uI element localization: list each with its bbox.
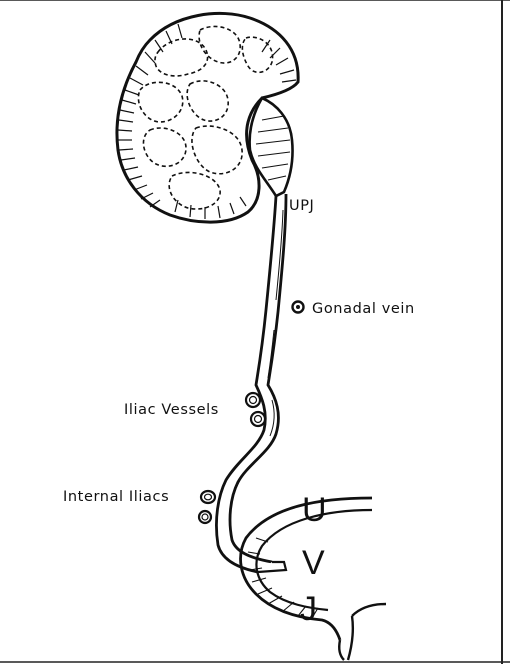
- label-gonadal-vein: Gonadal vein: [312, 301, 415, 317]
- label-iliac-vessels: Iliac Vessels: [124, 402, 219, 418]
- label-internal-iliacs: Internal Iliacs: [63, 489, 169, 505]
- label-u: U: [302, 491, 327, 529]
- label-upj: UPJ: [289, 198, 314, 214]
- label-j: J: [300, 590, 317, 628]
- internal-iliacs-marker: [199, 491, 215, 523]
- label-v: V: [302, 544, 325, 582]
- gonadal-vein-marker: [293, 302, 304, 313]
